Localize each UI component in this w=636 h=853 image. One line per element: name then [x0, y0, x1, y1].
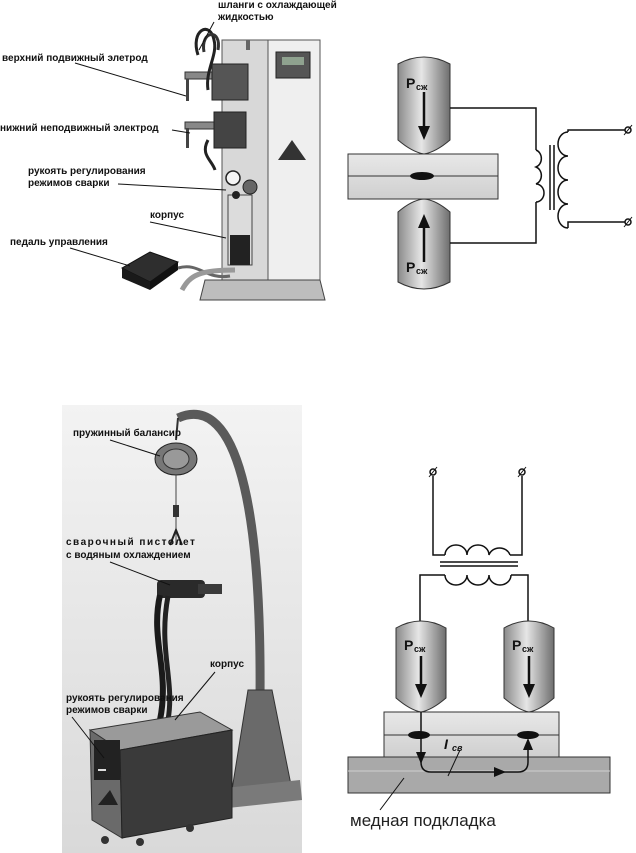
- top-photo-labels: шланги с охлаждающей жидкостью верхний п…: [0, 0, 337, 267]
- copper-plate: [347, 756, 611, 794]
- transformer-secondary-bottom: [444, 574, 512, 586]
- weld-nugget-left: [408, 731, 430, 739]
- hoses-label-line2: жидкостью: [217, 12, 274, 23]
- regulator-label-bottom-line1: рукоять регулирования: [66, 693, 184, 704]
- spot-weld-diagram: P сж P сж: [347, 56, 633, 290]
- left-electrode: P сж: [395, 620, 447, 713]
- transformer-primary-bottom: [444, 544, 511, 556]
- pedal-label: педаль управления: [10, 237, 108, 248]
- gun-label-line2: с водяным охлаждением: [66, 550, 191, 561]
- copper-plate-label: медная подкладка: [350, 811, 496, 830]
- bottom-photo-labels: пружинный балансир сварочный пистолет с …: [66, 427, 244, 759]
- current-label: I: [444, 736, 449, 752]
- force-bottom-label: P: [406, 259, 415, 275]
- lower-electrode-label: нижний неподвижный электрод: [0, 123, 159, 134]
- body-label: корпус: [150, 210, 184, 221]
- force-right-label: P: [512, 637, 521, 653]
- current-path: [420, 712, 529, 773]
- one-sided-weld-diagram: P сж P сж I св медная подкладка: [347, 466, 611, 830]
- regulator-label-bottom-line2: режимов сварки: [66, 705, 147, 716]
- lower-electrode: P сж: [397, 198, 451, 290]
- weld-nugget: [410, 172, 434, 180]
- force-right-sub: сж: [522, 644, 534, 654]
- transformer-primary: [557, 131, 569, 229]
- upper-electrode: P сж: [397, 56, 451, 155]
- upper-electrode-label: верхний подвижный элетрод: [2, 53, 148, 64]
- force-left-label: P: [404, 637, 413, 653]
- transformer-secondary: [533, 149, 545, 203]
- current-sub: св: [452, 743, 463, 753]
- portable-welder-photo: [62, 405, 302, 853]
- gun-label-line1: сварочный пистолет: [66, 537, 196, 548]
- weld-nugget-right: [517, 731, 539, 739]
- force-bottom-sub: сж: [416, 266, 428, 276]
- right-electrode: P сж: [503, 620, 555, 713]
- regulator-label-line1: рукоять регулирования: [28, 166, 146, 177]
- balancer-label: пружинный балансир: [73, 427, 181, 439]
- hoses-label-line1: шланги с охлаждающей: [218, 0, 337, 11]
- spot-welder-photo: [120, 27, 326, 301]
- regulator-label-line2: режимов сварки: [28, 178, 109, 189]
- force-top-sub: сж: [416, 82, 428, 92]
- force-left-sub: сж: [414, 644, 426, 654]
- force-top-label: P: [406, 75, 415, 91]
- body-label-bottom: корпус: [210, 659, 244, 670]
